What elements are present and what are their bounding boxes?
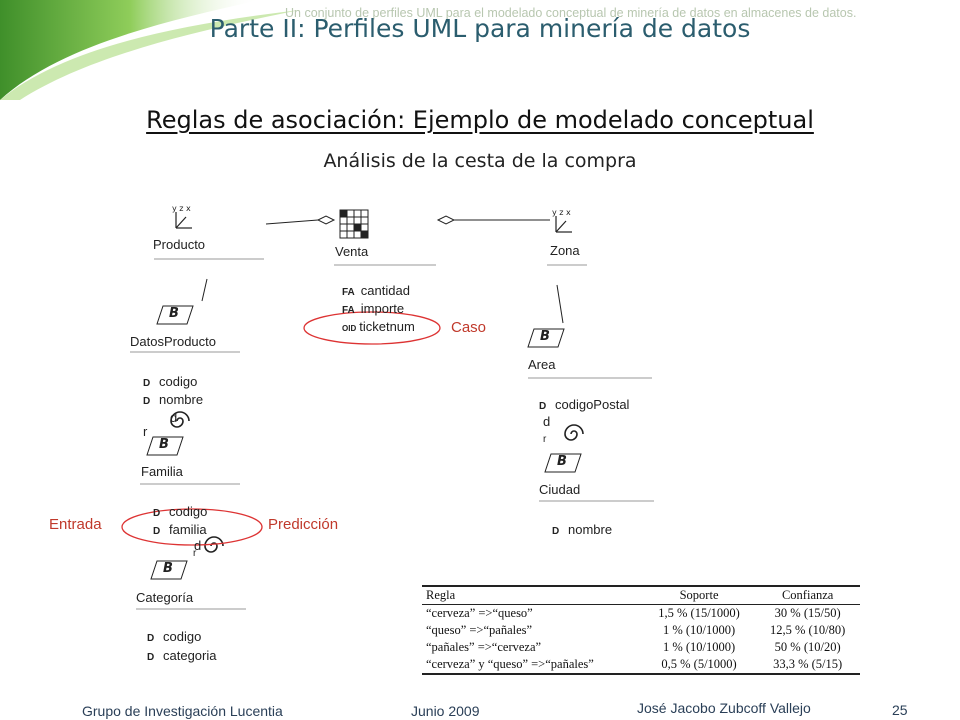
role-label: d [170,410,178,425]
role-label: r [193,548,197,559]
association-rules-table: Regla Soporte Confianza “cerveza” =>“que… [422,585,860,675]
class-name-ciudad: Ciudad [539,482,581,497]
dimension-icon-producto [175,212,192,229]
class-name-area: Area [528,357,556,372]
aggregation-diamond [316,215,336,225]
table-cell: 33,3 % (5/15) [755,656,860,675]
table-cell: 50 % (10/20) [774,640,841,654]
section-heading: Reglas de asociación: Ejemplo de modelad… [146,106,814,134]
base-stereotype-label: B [159,437,169,452]
table-cell: 1 % (10/1000) [662,640,736,654]
base-class-icon [146,305,582,580]
table-cell: “cerveza” =>“queso” [426,606,533,620]
spiral-icon [170,411,584,553]
aggregation-diamond [436,215,456,225]
fact-table-icon [339,209,369,239]
base-stereotype-label: B [169,306,179,321]
table-row: “queso” =>“pañales” 1 % (10/1000) 12,5 %… [422,622,860,639]
table-cell: 30 % (15/50) [774,606,841,620]
header-swoosh [0,0,300,100]
role-label: d [543,414,551,429]
hierarchy-line [201,278,208,302]
class-name-categoria: Categoría [136,590,194,605]
case-highlight-ellipse [303,311,441,345]
class-name-familia: Familia [141,464,183,479]
table-cell: 1,5 % (15/1000) [658,606,740,620]
column-header: Confianza [755,585,860,605]
footer-group: Grupo de Investigación Lucentia [82,703,283,719]
dimension-icon-zona [555,216,572,233]
page-number: 25 [892,702,908,718]
footer-author: José Jacobo Zubcoff Vallejo [637,700,811,716]
annotation-entrada: Entrada [49,516,102,533]
base-stereotype-label: B [557,454,567,469]
class-separators [130,351,654,610]
class-name-producto: Producto [153,237,206,252]
table-cell: 0,5 % (5/1000) [642,656,756,675]
footer-date: Junio 2009 [411,703,480,719]
role-label: r [143,424,148,439]
association-line [265,219,319,225]
slide-title: Parte II: Perfiles UML para minería de d… [209,14,751,43]
class-name-datosproducto: DatosProducto [130,334,216,349]
axis-letters: y z x [172,204,191,213]
table-cell: “cerveza” y “queso” =>“pañales” [422,656,643,675]
hierarchy-line [556,284,564,324]
annotation-caso: Caso [451,319,487,336]
table-cell: 1 % (10/1000) [662,623,736,637]
role-label: r [543,434,547,445]
watermark-text: Un conjunto de perfiles UML para el mode… [285,6,857,20]
table-row: “cerveza” y “queso” =>“pañales” 0,5 % (5… [422,656,860,675]
axis-letters: y z x [552,208,571,217]
annotation-prediccion: Predicción [268,516,339,533]
table-cell: 12,5 % (10/80) [769,623,846,637]
table-cell: “pañales” =>“cerveza” [426,640,542,654]
base-stereotype-label: B [540,329,550,344]
base-stereotype-label: B [163,561,173,576]
table-header-row: Regla Soporte Confianza [422,585,860,605]
input-highlight-ellipse [121,508,263,546]
table-row: “cerveza” =>“queso” 1,5 % (15/1000) 30 %… [422,605,860,623]
table-row: “pañales” =>“cerveza” 1 % (10/1000) 50 %… [422,639,860,656]
subheading: Análisis de la cesta de la compra [323,150,637,172]
column-header: Soporte [642,585,756,605]
role-label: d [194,538,202,553]
column-header: Regla [422,585,643,605]
class-name-venta: Venta [335,244,369,259]
table-cell: “queso” =>“pañales” [426,623,533,637]
class-name-zona: Zona [550,243,580,258]
